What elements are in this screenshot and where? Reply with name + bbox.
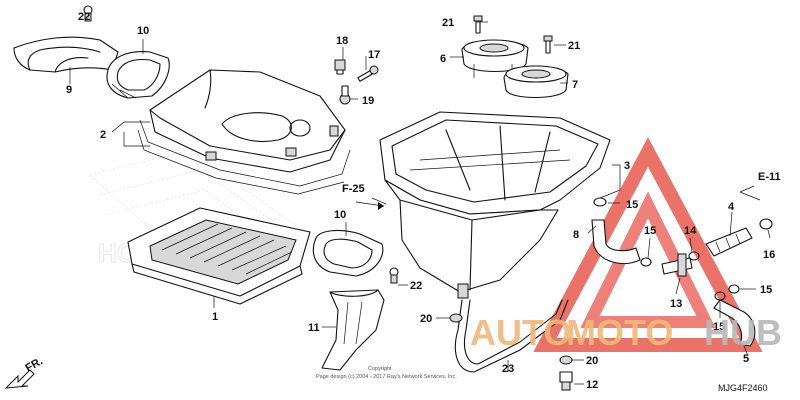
- ref-f25: F-25: [342, 183, 365, 195]
- callout-8: 8: [573, 229, 579, 241]
- callout-12: 12: [586, 379, 598, 391]
- callout-1: 1: [212, 311, 218, 323]
- callout-15-b: 15: [644, 225, 656, 237]
- part-10-seal-top: [106, 51, 170, 99]
- callout-20-a: 20: [420, 313, 432, 325]
- callout-10-mid: 10: [334, 209, 346, 221]
- diagram-code: MJG4F2460: [718, 383, 768, 393]
- callout-7: 7: [572, 79, 578, 91]
- callout-15-a: 15: [626, 199, 638, 211]
- callout-23: 23: [502, 363, 514, 375]
- part-1-air-filter: [127, 207, 311, 305]
- callout-18: 18: [336, 35, 348, 47]
- callout-5: 5: [743, 353, 749, 365]
- part-22-clip-mid: [389, 267, 399, 284]
- callout-4: 4: [728, 201, 735, 213]
- callout-labels: 22 10 9 2 18 17 19 21 21 6 7 3 15 8 15 1…: [66, 11, 775, 391]
- part-12-drain-plug: [559, 371, 573, 391]
- callout-11: 11: [308, 322, 320, 334]
- ref-e11: E-11: [758, 171, 781, 183]
- part-17-bolt: [357, 65, 379, 82]
- part-20-clamp-a: [449, 313, 463, 323]
- callout-22-mid: 22: [410, 280, 422, 292]
- part-18-nut: [334, 59, 346, 75]
- part-4-hose: [705, 227, 753, 257]
- watermark-auto: AUTO: [470, 312, 571, 353]
- ref-arrow-f25: [355, 201, 385, 210]
- callout-9: 9: [66, 84, 72, 96]
- part-19-grommet: [339, 85, 351, 105]
- part-21-screw-a: [473, 15, 483, 34]
- part-8-hose: [591, 219, 641, 264]
- callout-14: 14: [684, 225, 697, 237]
- watermark-hub: HUB: [704, 312, 782, 353]
- part-13-joint: [661, 253, 693, 277]
- part-21-screw-b: [543, 35, 553, 54]
- part-3-housing-case: [379, 111, 611, 299]
- part-10-seal-mid: [312, 229, 384, 277]
- part-9-intake-duct: [13, 36, 119, 73]
- front-label: FR.: [24, 355, 45, 374]
- callout-6: 6: [440, 53, 446, 65]
- front-arrow-icon: [4, 369, 35, 389]
- callout-20-b: 20: [586, 355, 598, 367]
- watermark-moto: MOTO: [566, 312, 673, 353]
- callout-15-d: 15: [713, 321, 725, 333]
- callout-2: 2: [100, 129, 106, 141]
- part-6-cap: [461, 39, 529, 78]
- callout-19: 19: [362, 95, 374, 107]
- part-22-clip-top: [83, 5, 93, 22]
- callout-15-c: 15: [760, 284, 772, 296]
- copyright-line-2: Page design (c) 2004 - 2017 Ray's Networ…: [316, 374, 457, 380]
- callout-13: 13: [670, 298, 682, 310]
- copyright-line-1: Copyright: [368, 366, 392, 372]
- leader-lines: [69, 21, 771, 385]
- part-16-clamp: [759, 218, 773, 230]
- callout-17: 17: [368, 49, 380, 61]
- part-23-drain-tube: [454, 299, 569, 373]
- callout-10-top: 10: [137, 25, 149, 37]
- part-2-cleaner-cover: [137, 69, 351, 195]
- watermark-text: AUTO MOTO HUB: [470, 312, 782, 353]
- part-5-hose: [713, 299, 756, 347]
- callout-3: 3: [624, 160, 630, 172]
- callout-22-top: 22: [78, 11, 90, 23]
- part-11-lower-duct: [321, 289, 385, 371]
- callout-21-b: 21: [568, 40, 580, 52]
- part-20-clamp-b: [559, 355, 573, 365]
- part-7-cap: [503, 65, 569, 98]
- callout-16: 16: [763, 249, 775, 261]
- callout-21-a: 21: [442, 17, 454, 29]
